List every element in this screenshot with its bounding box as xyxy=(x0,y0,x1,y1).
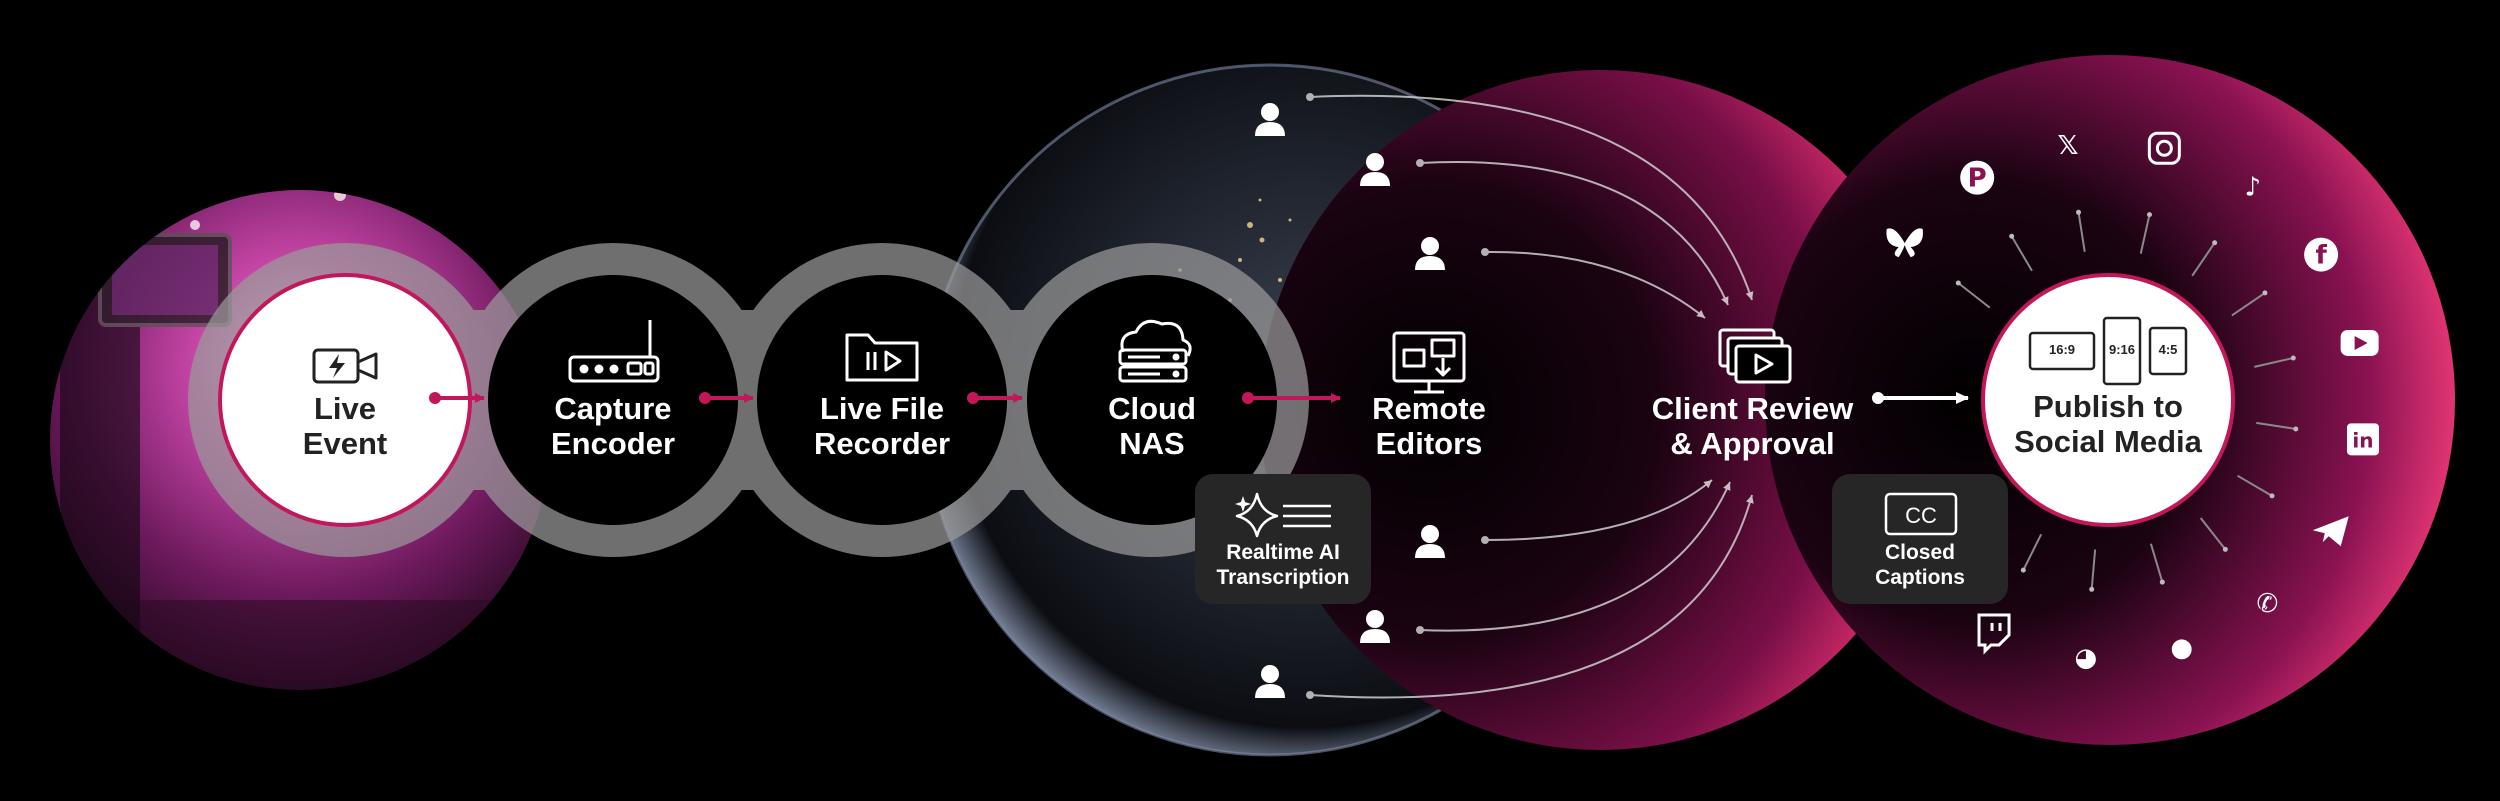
cc-icon: CC xyxy=(1884,492,1958,536)
person-icon xyxy=(1255,665,1285,698)
radial-arrow-head xyxy=(2146,212,2152,218)
pinterest-icon: P xyxy=(1960,160,1995,195)
radial-arrow-head xyxy=(2269,493,2275,499)
radial-arrow xyxy=(2023,533,2043,569)
bluesky-icon xyxy=(1886,228,1923,258)
radial-arrow xyxy=(2149,543,2163,581)
live-file-recorder-node xyxy=(757,275,1007,525)
aspect-16-9-label: 16:9 xyxy=(2048,342,2076,357)
linkedin-icon: in xyxy=(2346,423,2379,456)
facebook-icon: f xyxy=(2304,237,2339,272)
tiktok-icon: ♪ xyxy=(2245,172,2262,202)
radial-arrow xyxy=(2090,549,2097,588)
social-icons: P𝕏♪fin✆●◕@ xyxy=(1886,131,2379,673)
encoder-device-icon xyxy=(568,320,660,383)
client-review-label: Client Review& Approval xyxy=(1651,391,1854,461)
radial-arrow xyxy=(2256,421,2294,430)
radial-arrow-head xyxy=(2290,355,2296,361)
camera-bolt-icon xyxy=(312,348,378,384)
x-icon: 𝕏 xyxy=(2058,131,2079,161)
cloud-server-icon xyxy=(1118,319,1192,383)
folder-play-icon xyxy=(845,333,919,382)
aspect-4-5-label: 4:5 xyxy=(2158,342,2178,357)
capture-encoder-node xyxy=(488,275,738,525)
person-icon xyxy=(1360,153,1390,186)
radial-arrow xyxy=(2236,474,2271,496)
instagram-icon xyxy=(2147,131,2181,165)
svg-text:𝕏: 𝕏 xyxy=(2058,131,2079,161)
radial-arrow-head xyxy=(2262,290,2268,296)
review-to-publish-arrow xyxy=(1872,392,1969,404)
svg-text:●: ● xyxy=(2170,633,2193,663)
editor-person-icons xyxy=(1255,103,1445,698)
svg-text:CC: CC xyxy=(1905,503,1937,528)
svg-text:◕: ◕ xyxy=(2075,643,2098,673)
radial-arrow xyxy=(2191,243,2215,277)
monitor-download-icon xyxy=(1392,331,1466,394)
reddit-icon: ● xyxy=(2170,633,2193,663)
pipeline-arrows xyxy=(429,392,1341,404)
radial-arrow-head xyxy=(2212,240,2218,246)
publish-social-node xyxy=(1981,273,2235,527)
radial-arrow-head xyxy=(2089,586,2095,592)
cloud-nas-node xyxy=(1027,275,1277,525)
person-icon xyxy=(1360,610,1390,643)
person-icon xyxy=(1255,103,1285,136)
telegram-icon xyxy=(2312,516,2349,547)
radial-arrow-head xyxy=(2159,579,2165,585)
radial-arrow xyxy=(2199,517,2225,549)
radial-arrow-head xyxy=(1955,280,1961,286)
svg-text:♪: ♪ xyxy=(2245,172,2262,202)
radial-arrow xyxy=(2011,237,2033,272)
discord-icon: ◕ xyxy=(2075,643,2098,673)
editor-connections xyxy=(1306,93,1754,699)
radial-arrow xyxy=(2254,357,2292,368)
svg-text:f: f xyxy=(2315,241,2327,271)
radial-arrow-head xyxy=(2293,426,2299,432)
radial-arrow xyxy=(2231,293,2264,317)
twitch-icon xyxy=(1977,613,2011,655)
publish-radial-arrows xyxy=(1955,209,2299,592)
person-icon xyxy=(1415,237,1445,270)
radial-arrow-head xyxy=(2020,567,2026,573)
svg-text:P: P xyxy=(1968,164,1987,194)
svg-text:✆: ✆ xyxy=(2256,589,2278,619)
radial-arrow xyxy=(2077,214,2086,252)
radial-arrow xyxy=(1959,283,1991,309)
radial-arrow-head xyxy=(2009,233,2015,239)
sparkle-text-icon xyxy=(1235,492,1331,538)
radial-arrow-head xyxy=(2076,209,2082,215)
radial-arrow xyxy=(2139,216,2151,254)
aspect-ratios-icon xyxy=(2028,316,2188,386)
radial-arrow-head xyxy=(2222,546,2228,552)
youtube-icon xyxy=(2340,329,2379,356)
video-stack-icon xyxy=(1718,328,1792,384)
svg-text:in: in xyxy=(2352,428,2373,452)
whatsapp-icon: ✆ xyxy=(2256,589,2278,619)
person-icon xyxy=(1415,525,1445,558)
aspect-9-16-label: 9:16 xyxy=(2108,342,2136,357)
